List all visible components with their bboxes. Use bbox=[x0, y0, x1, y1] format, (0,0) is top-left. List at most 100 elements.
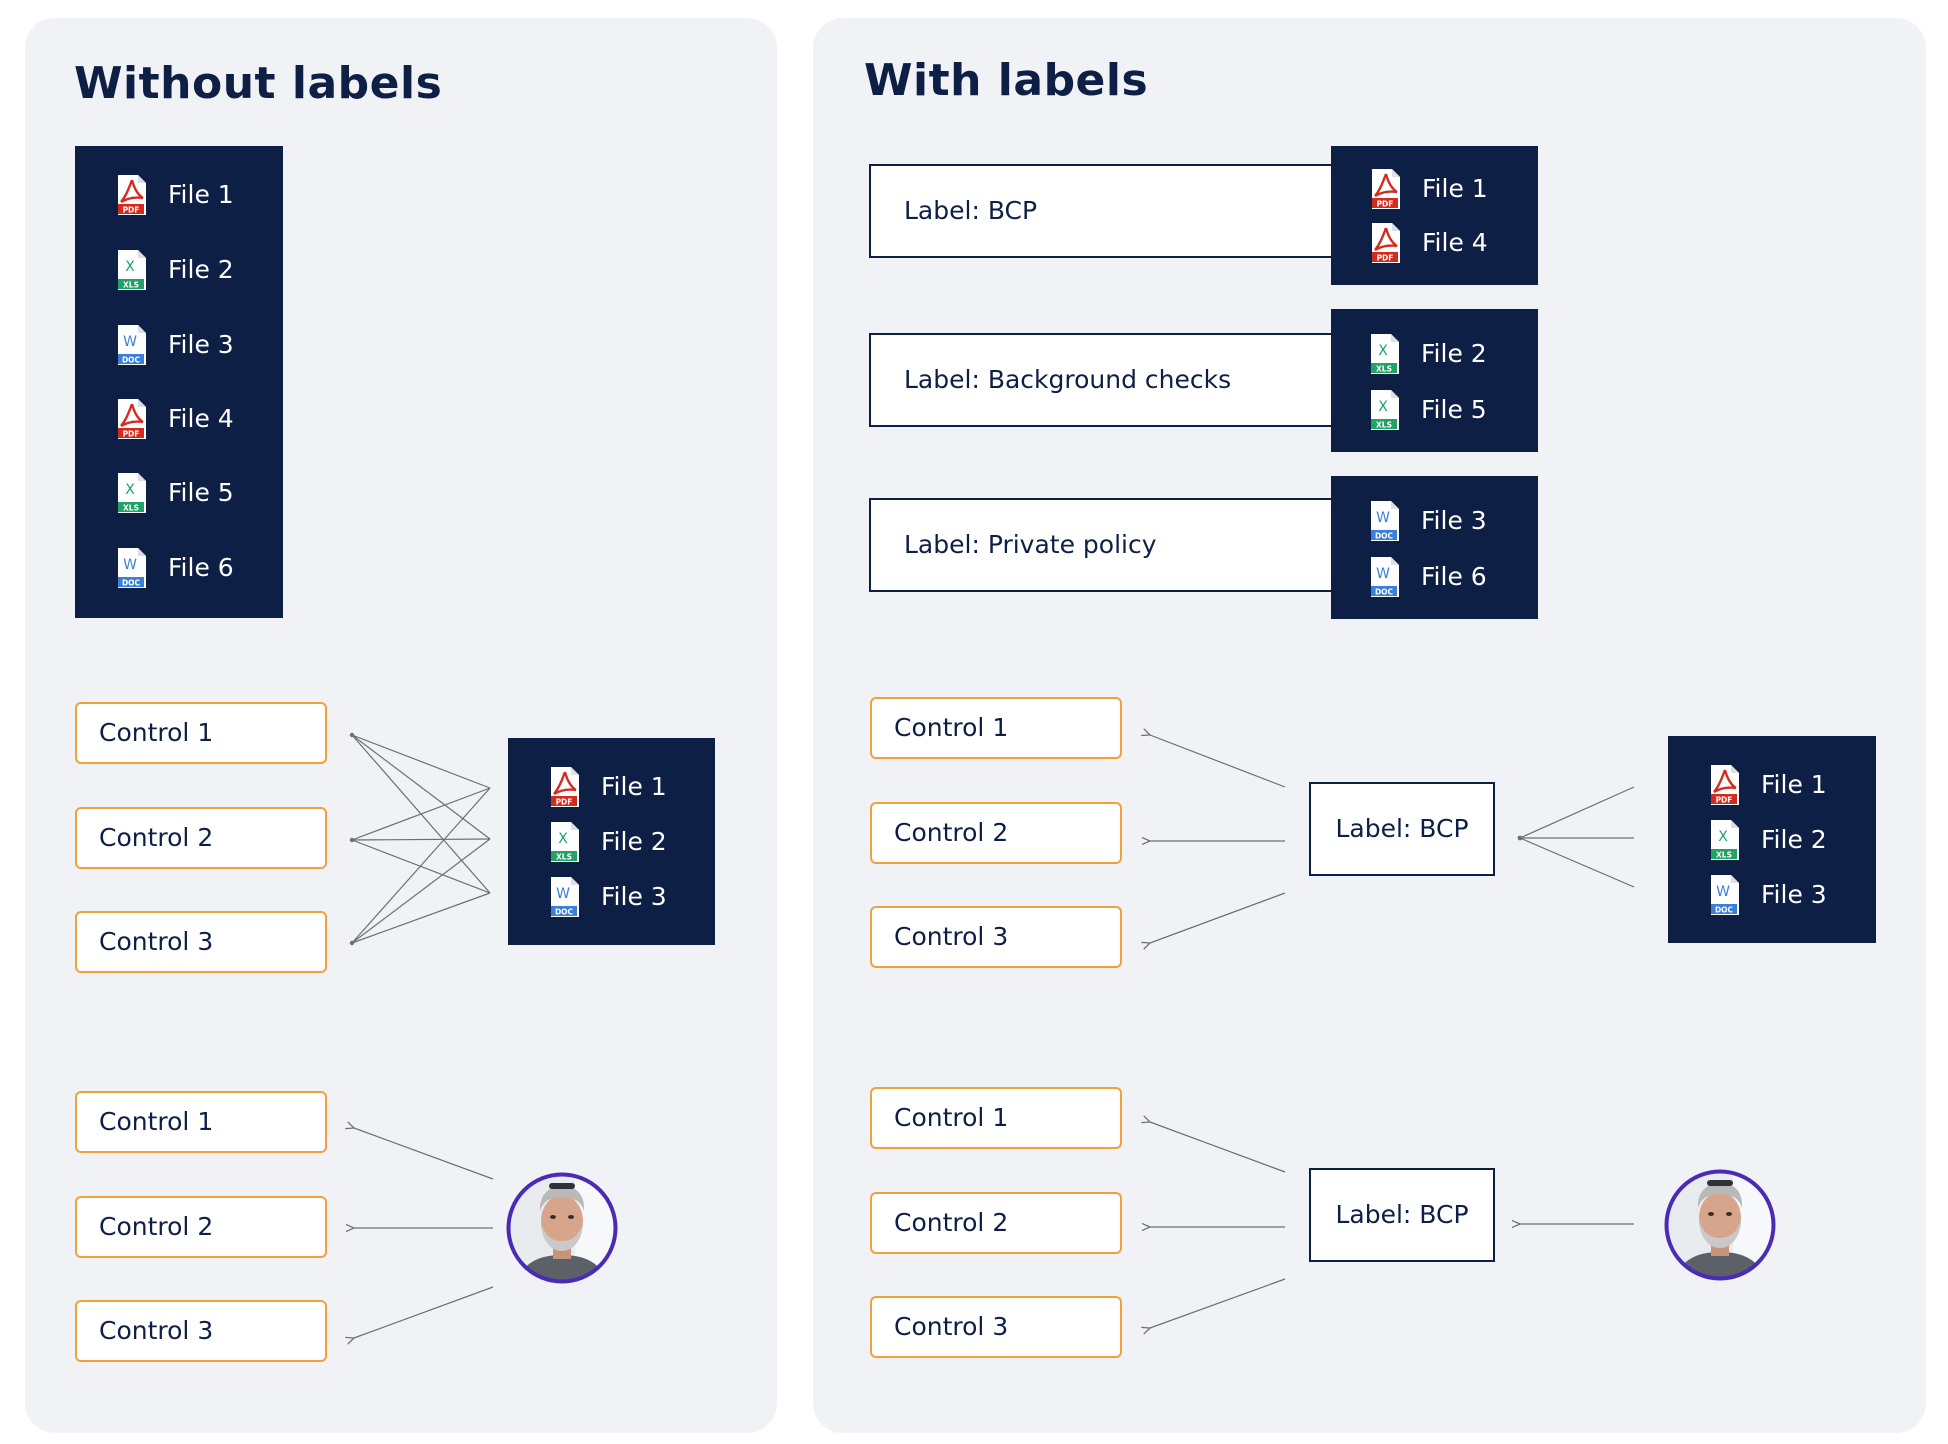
file-name: File 5 bbox=[1421, 395, 1487, 424]
control-label: Control 3 bbox=[894, 1312, 1009, 1341]
control-box: Control 3 bbox=[75, 911, 327, 973]
control-label: Control 2 bbox=[894, 1208, 1009, 1237]
control-label: Control 1 bbox=[99, 1107, 214, 1136]
file-name: File 2 bbox=[168, 255, 234, 284]
doc-file-icon: W DOC bbox=[1711, 875, 1739, 915]
xls-file-icon: X XLS bbox=[1711, 820, 1739, 860]
label-text: Label: BCP bbox=[1335, 814, 1469, 843]
pdf-file-icon: PDF bbox=[118, 399, 146, 439]
with-labels-title: With labels bbox=[864, 55, 1149, 106]
svg-text:X: X bbox=[1718, 829, 1728, 845]
person-avatar bbox=[1664, 1169, 1776, 1281]
control-box: Control 2 bbox=[75, 807, 327, 869]
control-label: Control 1 bbox=[894, 1103, 1009, 1132]
svg-text:DOC: DOC bbox=[1715, 905, 1734, 914]
doc-file-icon: W DOC bbox=[1371, 501, 1399, 541]
svg-text:X: X bbox=[558, 831, 568, 847]
control-box: Control 3 bbox=[870, 1296, 1122, 1358]
svg-text:X: X bbox=[1378, 343, 1388, 359]
svg-text:DOC: DOC bbox=[122, 578, 141, 587]
pdf-file-icon: PDF bbox=[551, 767, 579, 807]
control-box: Control 3 bbox=[870, 906, 1122, 968]
control-box: Control 2 bbox=[870, 1192, 1122, 1254]
svg-text:X: X bbox=[1378, 399, 1388, 415]
svg-text:DOC: DOC bbox=[1375, 587, 1394, 596]
xls-file-icon: X XLS bbox=[1371, 334, 1399, 374]
svg-text:XLS: XLS bbox=[1716, 850, 1732, 859]
svg-text:W: W bbox=[556, 886, 570, 902]
file-name: File 5 bbox=[168, 478, 234, 507]
label-text: Label: Private policy bbox=[904, 530, 1157, 559]
svg-text:W: W bbox=[1376, 510, 1390, 526]
control-label: Control 3 bbox=[894, 922, 1009, 951]
svg-text:XLS: XLS bbox=[123, 280, 139, 289]
file-name: File 2 bbox=[601, 827, 667, 856]
svg-text:PDF: PDF bbox=[123, 429, 140, 438]
pdf-file-icon: PDF bbox=[1372, 169, 1400, 209]
xls-file-icon: X XLS bbox=[118, 250, 146, 290]
without-labels-title: Without labels bbox=[74, 58, 443, 109]
file-name: File 6 bbox=[168, 553, 234, 582]
svg-text:W: W bbox=[1716, 884, 1730, 900]
svg-text:W: W bbox=[1376, 566, 1390, 582]
file-name: File 4 bbox=[1422, 228, 1488, 257]
svg-text:DOC: DOC bbox=[122, 355, 141, 364]
pdf-file-icon: PDF bbox=[118, 175, 146, 215]
svg-text:PDF: PDF bbox=[1377, 253, 1394, 262]
svg-text:XLS: XLS bbox=[1376, 364, 1392, 373]
control-box: Control 2 bbox=[870, 802, 1122, 864]
file-name: File 3 bbox=[168, 330, 234, 359]
file-name: File 1 bbox=[1422, 174, 1488, 203]
label-box: Label: BCP bbox=[869, 164, 1336, 258]
label-files-box: PDF File 1 PDF File 4 bbox=[1331, 146, 1538, 285]
pdf-file-icon: PDF bbox=[1372, 223, 1400, 263]
doc-file-icon: W DOC bbox=[118, 325, 146, 365]
label-text: Label: BCP bbox=[904, 196, 1038, 225]
control-box: Control 1 bbox=[75, 702, 327, 764]
file-name: File 3 bbox=[601, 882, 667, 911]
svg-text:PDF: PDF bbox=[556, 797, 573, 806]
control-label: Control 1 bbox=[99, 718, 214, 747]
file-name: File 2 bbox=[1761, 825, 1827, 854]
svg-text:W: W bbox=[123, 557, 137, 573]
svg-text:PDF: PDF bbox=[1377, 199, 1394, 208]
svg-text:XLS: XLS bbox=[123, 503, 139, 512]
xls-file-icon: X XLS bbox=[551, 822, 579, 862]
file-name: File 3 bbox=[1421, 506, 1487, 535]
control-label: Control 3 bbox=[99, 1316, 214, 1345]
file-name: File 2 bbox=[1421, 339, 1487, 368]
control-box: Control 1 bbox=[870, 697, 1122, 759]
control-box: Control 3 bbox=[75, 1300, 327, 1362]
bcp-label-box: Label: BCP bbox=[1309, 782, 1495, 876]
svg-text:PDF: PDF bbox=[123, 205, 140, 214]
svg-text:DOC: DOC bbox=[1375, 531, 1394, 540]
control-box: Control 1 bbox=[870, 1087, 1122, 1149]
svg-text:XLS: XLS bbox=[556, 852, 572, 861]
svg-text:W: W bbox=[123, 334, 137, 350]
person-avatar bbox=[506, 1172, 618, 1284]
file-name: File 6 bbox=[1421, 562, 1487, 591]
label-text: Label: Background checks bbox=[904, 365, 1232, 394]
control-label: Control 3 bbox=[99, 927, 214, 956]
doc-file-icon: W DOC bbox=[118, 548, 146, 588]
control-box: Control 1 bbox=[75, 1091, 327, 1153]
control-label: Control 2 bbox=[99, 823, 214, 852]
svg-text:X: X bbox=[125, 482, 135, 498]
doc-file-icon: W DOC bbox=[1371, 557, 1399, 597]
control-label: Control 2 bbox=[894, 818, 1009, 847]
file-name: File 4 bbox=[168, 404, 234, 433]
xls-file-icon: X XLS bbox=[118, 473, 146, 513]
file-name: File 1 bbox=[168, 180, 234, 209]
pdf-file-icon: PDF bbox=[1711, 765, 1739, 805]
control-label: Control 2 bbox=[99, 1212, 214, 1241]
svg-text:X: X bbox=[125, 259, 135, 275]
file-list-box: PDF File 1 X XLS File 2 W DOC File 3 PDF F… bbox=[75, 146, 283, 618]
label-box: Label: Background checks bbox=[869, 333, 1336, 427]
control-box: Control 2 bbox=[75, 1196, 327, 1258]
label-box: Label: Private policy bbox=[869, 498, 1336, 592]
bcp-label-box: Label: BCP bbox=[1309, 1168, 1495, 1262]
